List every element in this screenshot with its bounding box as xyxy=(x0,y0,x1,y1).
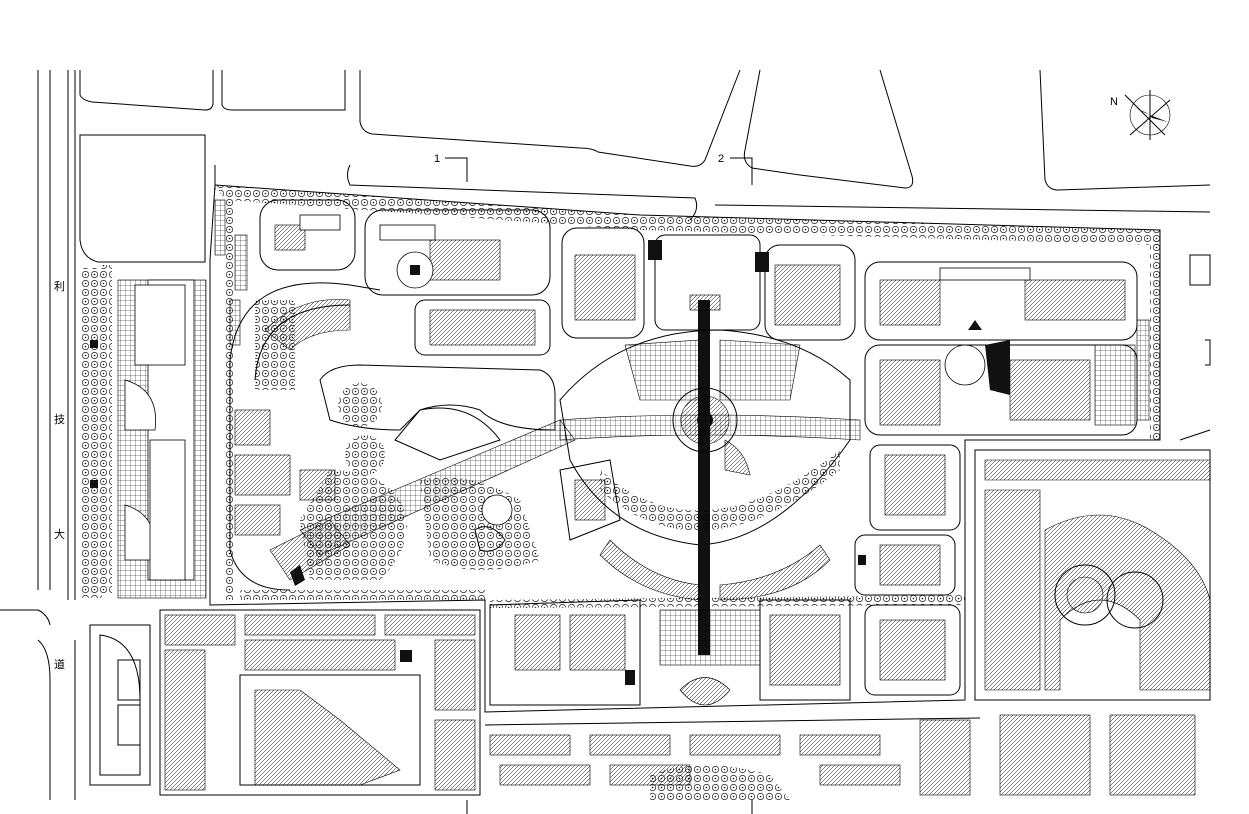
svg-text:2: 2 xyxy=(718,153,724,165)
svg-text:大: 大 xyxy=(54,527,65,541)
surrounding-roads xyxy=(0,69,1211,800)
neighbourhood-east xyxy=(974,429,1211,796)
tree-row-left-2 xyxy=(102,265,112,595)
svg-text:道: 道 xyxy=(54,657,65,671)
svg-text:技: 技 xyxy=(54,413,65,426)
north-label: N xyxy=(1110,96,1118,108)
road-name-label: 利 技 大 道 xyxy=(54,280,65,671)
section-marker-2: 2 xyxy=(718,153,753,185)
svg-text:利: 利 xyxy=(54,280,65,293)
section-marker-1: 1 xyxy=(434,153,468,182)
residential-row-south xyxy=(484,717,981,800)
north-arrow: N xyxy=(1110,90,1171,140)
residential-grid-southwest xyxy=(159,609,481,796)
svg-text:1: 1 xyxy=(434,153,440,165)
central-axis xyxy=(559,300,861,655)
residential-column-east xyxy=(854,444,961,696)
diagonal-promenade xyxy=(269,419,576,586)
residential-cluster-nw xyxy=(259,199,551,356)
commercial-building-strip xyxy=(90,279,207,599)
tree-row-left xyxy=(80,268,102,598)
curved-residential-band xyxy=(229,282,381,591)
residential-cluster-east xyxy=(864,261,1138,436)
residential-cluster-south xyxy=(489,459,851,706)
parking-strips xyxy=(214,199,1150,421)
residential-row-north-central xyxy=(561,227,856,341)
